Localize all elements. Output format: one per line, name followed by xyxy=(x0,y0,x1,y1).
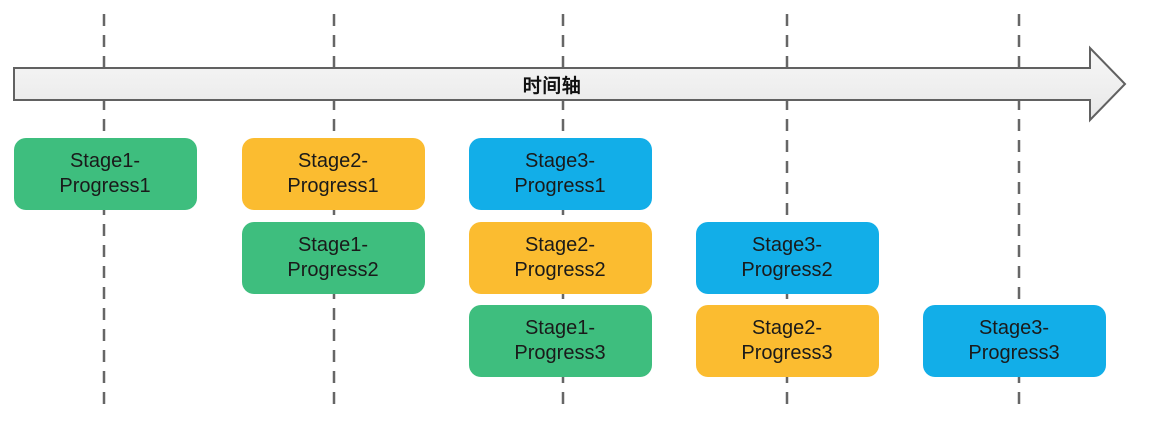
task-label-line1: Stage3- xyxy=(978,317,1050,339)
task-box-stage1-progress1: Stage1- Progress1 xyxy=(13,138,197,210)
task-label-line1: Stage2- xyxy=(524,234,596,256)
task-box-stage3-progress2: Stage3- Progress2 xyxy=(695,222,879,294)
task-box-stage1-progress2: Stage1- Progress2 xyxy=(241,222,425,294)
task-label-line1: Stage3- xyxy=(524,150,596,172)
task-label-line2: Progress3 xyxy=(968,342,1060,364)
task-label-line1: Stage1- xyxy=(297,234,369,256)
task-label-line2: Progress2 xyxy=(741,259,833,281)
task-label-line2: Progress1 xyxy=(59,175,151,197)
task-label-line2: Progress3 xyxy=(514,342,606,364)
task-label-line1: Stage2- xyxy=(751,317,823,339)
task-label-line1: Stage1- xyxy=(69,150,141,172)
task-label-line2: Progress2 xyxy=(514,259,606,281)
task-label-line1: Stage3- xyxy=(751,234,823,256)
task-box-stage2-progress2: Stage2- Progress2 xyxy=(468,222,652,294)
task-label-line1: Stage1- xyxy=(524,317,596,339)
task-label-line2: Progress1 xyxy=(514,175,606,197)
task-box-stage1-progress3: Stage1- Progress3 xyxy=(468,305,652,377)
task-box-stage3-progress3: Stage3- Progress3 xyxy=(922,305,1106,377)
task-label-line1: Stage2- xyxy=(297,150,369,172)
timeline-arrow xyxy=(13,45,1127,123)
task-label-line2: Progress1 xyxy=(287,175,379,197)
task-label-line2: Progress3 xyxy=(741,342,833,364)
task-box-stage2-progress1: Stage2- Progress1 xyxy=(241,138,425,210)
task-box-stage2-progress3: Stage2- Progress3 xyxy=(695,305,879,377)
task-box-stage3-progress1: Stage3- Progress1 xyxy=(468,138,652,210)
task-label-line2: Progress2 xyxy=(287,259,379,281)
